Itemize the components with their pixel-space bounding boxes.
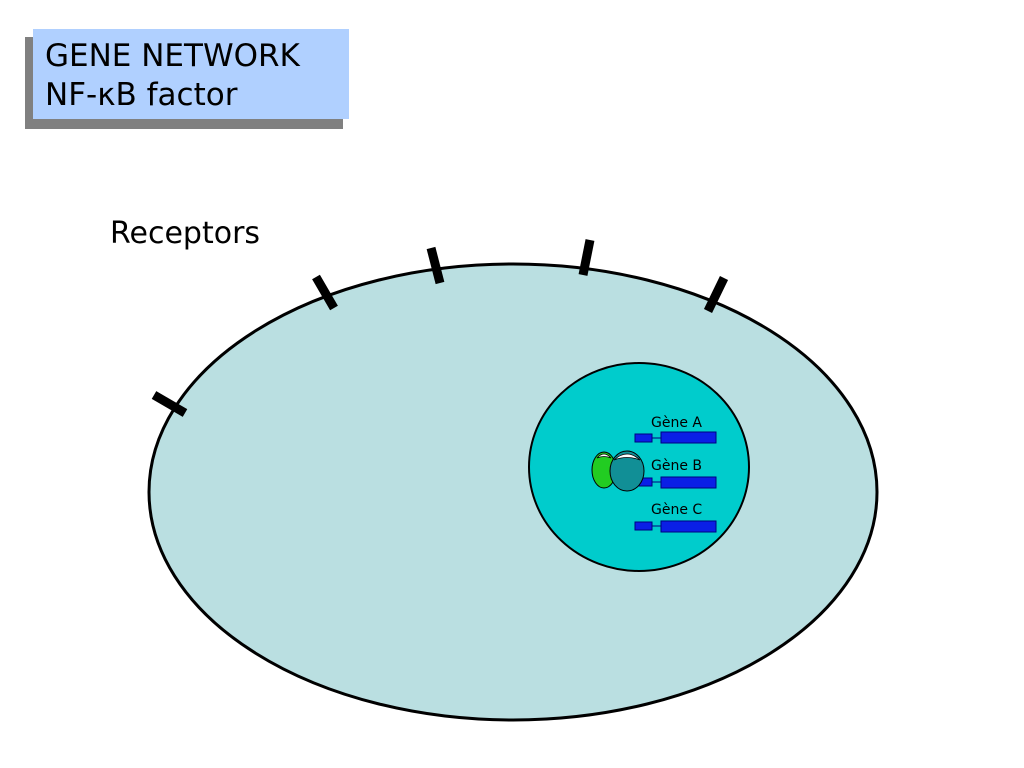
receptors-label: Receptors: [110, 216, 261, 251]
receptor-bar-icon: [703, 276, 729, 313]
nfkb-subunit-icon: [609, 450, 645, 492]
title-line-2-prefix: NF-: [45, 77, 98, 113]
gene-c-coding-block: [660, 520, 717, 533]
nfkb-subunit-highlight: [613, 453, 641, 461]
gene-b-label: Gène B: [651, 458, 702, 474]
title-box: GENE NETWORK NF-κB factor: [33, 29, 349, 119]
nfkb-subunit-highlight: [596, 453, 612, 459]
gene-c-label: Gène C: [651, 502, 702, 518]
gene-b-coding-block: [660, 476, 717, 489]
gene-a-label: Gène A: [651, 415, 702, 431]
receptor-bar-icon: [312, 274, 338, 311]
cell-membrane: [147, 262, 879, 722]
gene-a-coding-block: [660, 431, 717, 444]
title-line-2: NF-κB factor: [45, 76, 349, 115]
title-line-2-suffix: B factor: [115, 77, 238, 113]
kappa-symbol: κ: [97, 77, 116, 113]
gene-a-promoter: [634, 433, 653, 443]
receptor-bar-icon: [426, 246, 445, 285]
gene-b: Gène B: [634, 458, 717, 489]
receptor-bar-icon: [151, 391, 188, 417]
gene-c-promoter: [634, 521, 653, 531]
gene-a: Gène A: [634, 415, 717, 444]
nfkb-dimer: [591, 450, 645, 492]
receptor-bar-icon: [578, 239, 595, 276]
title-line-1: GENE NETWORK: [45, 38, 300, 74]
gene-c: Gène C: [634, 502, 717, 533]
